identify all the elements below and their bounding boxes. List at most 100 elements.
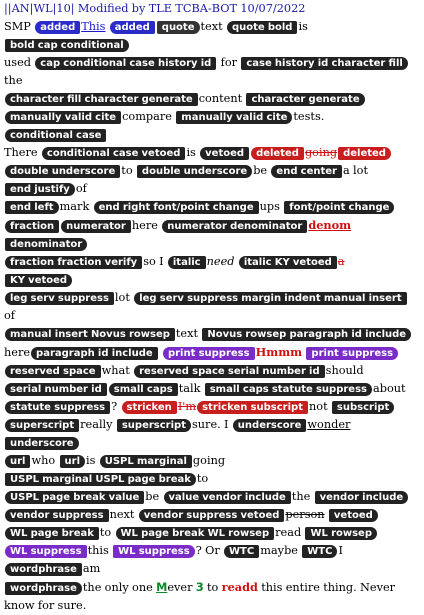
deleted-tag[interactable]: deleted <box>251 147 304 160</box>
text-word: I <box>338 544 343 557</box>
text-word: the <box>291 490 311 503</box>
statute-suppress-tag[interactable]: statute suppress <box>5 401 111 414</box>
value-vendor-tag[interactable]: value vendor include <box>163 491 291 504</box>
small-caps-statute-tag[interactable]: small caps statute suppress <box>204 383 372 396</box>
uspl-page-break-value-tag[interactable]: USPL page break value <box>5 491 145 504</box>
text-word: here <box>4 346 31 359</box>
text-word: compare <box>122 110 172 123</box>
deleted-tag[interactable]: deleted <box>338 147 391 160</box>
added-tag[interactable]: added <box>35 21 81 34</box>
m-marker[interactable]: M <box>156 581 168 594</box>
text-word: here <box>131 219 158 232</box>
subscript-tag[interactable]: subscript <box>331 401 395 414</box>
underscore-tag[interactable]: underscore <box>5 437 79 450</box>
hmmm-text: Hmmm <box>255 345 303 359</box>
text-word: maybe <box>260 544 298 557</box>
fraction-tag[interactable]: fraction <box>5 220 60 233</box>
text-word: what <box>101 364 130 377</box>
ky-vetoed-tag[interactable]: KY vetoed <box>5 274 73 287</box>
double-underscore-tag[interactable]: double underscore <box>136 165 253 178</box>
text-word: be <box>253 164 268 177</box>
vendor-include-tag[interactable]: vendor include <box>314 491 409 504</box>
text-word: is <box>298 20 308 33</box>
numerator-tag[interactable]: numerator <box>61 220 131 233</box>
novus-rowsep-tag[interactable]: Novus rowsep paragraph id include <box>202 328 412 341</box>
quote-tag[interactable]: quote <box>156 21 200 34</box>
italic-ky-vetoed-tag[interactable]: italic KY vetoed <box>238 256 337 269</box>
underscore-tag[interactable]: underscore <box>232 419 307 432</box>
conditional-case-tag[interactable]: conditional case <box>5 129 107 142</box>
stricken-subscript-tag[interactable]: stricken subscript <box>197 401 308 414</box>
wordphrase-tag[interactable]: wordphrase <box>5 563 82 576</box>
end-center-tag[interactable]: end center <box>271 165 342 178</box>
wl-suppress-tag[interactable]: WL suppress <box>113 545 195 558</box>
wtc-tag[interactable]: WTC <box>224 545 260 558</box>
bold-cap-tag[interactable]: bold cap conditional <box>5 39 129 52</box>
wl-page-break-rowsep-tag[interactable]: WL page break WL rowsep <box>115 527 275 540</box>
wtc-tag[interactable]: WTC <box>302 545 338 558</box>
end-right-tag[interactable]: end right font/point change <box>93 201 259 214</box>
vendor-suppress-tag[interactable]: vendor suppress <box>5 509 109 522</box>
end-justify-tag[interactable]: end justify <box>5 183 75 196</box>
wl-rowsep-tag[interactable]: WL rowsep <box>305 527 378 540</box>
paragraph-id-tag[interactable]: paragraph id include <box>31 347 158 360</box>
manually-valid-tag[interactable]: manually valid cite <box>176 111 293 124</box>
reserved-space-serial-tag[interactable]: reserved space serial number id <box>134 365 325 378</box>
text-word: of <box>75 182 87 195</box>
leg-serv-margin-tag[interactable]: leg serv suppress margin indent manual i… <box>134 292 407 305</box>
denominator-tag[interactable]: denominator <box>5 238 88 251</box>
print-suppress-tag[interactable]: print suppress <box>306 347 399 360</box>
end-left-tag[interactable]: end left <box>5 201 59 214</box>
readd-text: readd <box>221 580 258 594</box>
cap-conditional-tag[interactable]: cap conditional case history id <box>35 57 217 70</box>
vetoed-tag[interactable]: vetoed <box>200 147 250 160</box>
vetoed-tag[interactable]: vetoed <box>328 509 378 522</box>
text-word: ups <box>259 200 280 213</box>
small-caps-tag[interactable]: small caps <box>108 383 178 396</box>
underscore-text: wonder <box>307 418 351 431</box>
text-word: a <box>337 255 345 268</box>
text-word: really <box>80 418 113 431</box>
serial-number-tag[interactable]: serial number id <box>5 383 107 396</box>
superscript-tag[interactable]: superscript <box>5 419 80 432</box>
vendor-suppress-vetoed-tag[interactable]: vendor suppress vetoed <box>138 509 285 522</box>
leg-serv-tag[interactable]: leg serv suppress <box>5 292 114 305</box>
text-word: not <box>309 400 328 413</box>
character-generate-tag[interactable]: character generate <box>246 93 365 106</box>
manual-insert-tag[interactable]: manual insert Novus rowsep <box>5 328 175 341</box>
quote-bold-tag[interactable]: quote bold <box>226 21 298 34</box>
three-marker[interactable]: 3 <box>195 581 204 594</box>
reserved-space-tag[interactable]: reserved space <box>5 365 101 378</box>
header-line: ||AN|WL|10| Modified by TLE TCBA-BOT 10/… <box>4 2 306 15</box>
superscript-tag[interactable]: superscript <box>116 419 191 432</box>
text-word: this <box>87 544 109 557</box>
case-history-tag[interactable]: case history id character fill <box>241 57 408 70</box>
conditional-case-vetoed-tag[interactable]: conditional case vetoed <box>41 147 186 160</box>
wl-suppress-tag[interactable]: WL suppress <box>5 545 87 558</box>
uspl-page-break-tag[interactable]: USPL marginal USPL page break <box>5 473 196 486</box>
stricken-tag[interactable]: stricken <box>121 401 177 414</box>
url-tag[interactable]: url <box>5 455 31 468</box>
double-underscore-tag[interactable]: double underscore <box>5 165 121 178</box>
italic-tag[interactable]: italic <box>167 256 206 269</box>
uspl-marginal-tag[interactable]: USPL marginal <box>99 455 192 468</box>
text-word: I <box>159 255 164 268</box>
wordphrase-tag[interactable]: wordphrase <box>5 582 82 595</box>
wl-page-break-tag[interactable]: WL page break <box>5 527 99 540</box>
manually-valid-tag[interactable]: manually valid cite <box>5 111 122 124</box>
text-word: person <box>285 508 325 521</box>
text-word: text <box>175 327 199 340</box>
fraction-verify-tag[interactable]: fraction fraction verify <box>5 256 143 269</box>
font-point-change-tag[interactable]: font/point change <box>284 201 395 214</box>
added-tag[interactable]: added <box>109 21 155 34</box>
added-text: This <box>81 20 106 33</box>
print-suppress-tag[interactable]: print suppress <box>162 347 255 360</box>
italic-text: need <box>206 255 235 268</box>
text-word: used <box>4 56 31 69</box>
stricken-text: I'm <box>177 400 197 413</box>
url-tag[interactable]: url <box>59 455 86 468</box>
numerator-denominator-tag[interactable]: numerator denominator <box>162 220 308 233</box>
character-fill-tag[interactable]: character fill character generate <box>5 93 198 106</box>
text-word: about <box>373 382 406 395</box>
